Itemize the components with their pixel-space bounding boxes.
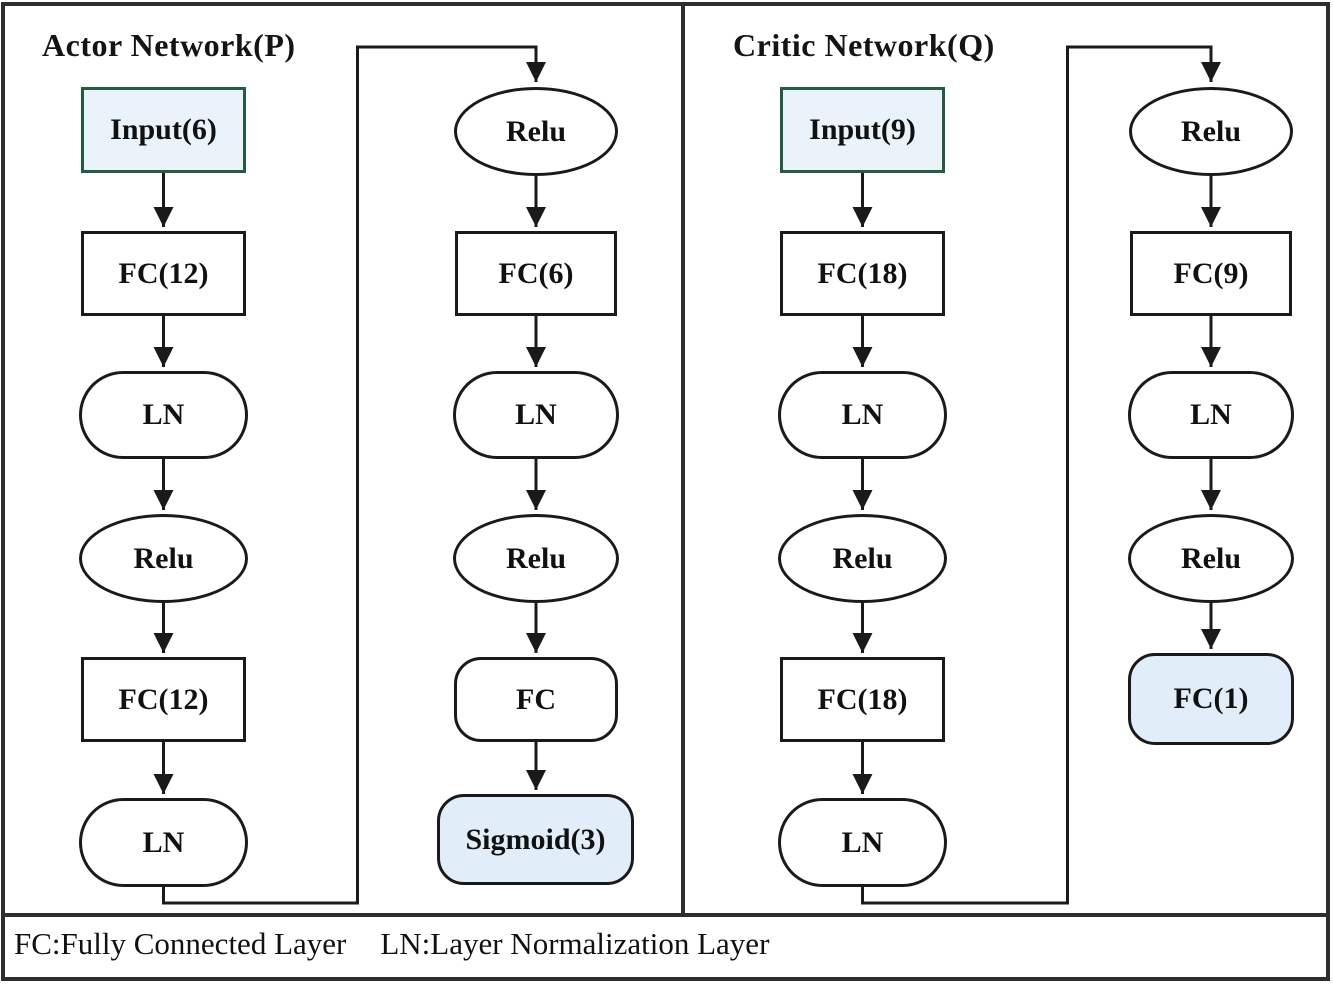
critic-fc18-node-2: FC(18) (780, 657, 945, 742)
actor-sigmoid-node: Sigmoid(3) (437, 794, 634, 885)
critic-panel-title: Critic Network(Q) (733, 27, 995, 63)
panel-divider (681, 2, 685, 917)
actor-input-node: Input(6) (81, 87, 246, 173)
critic-fc1-node: FC(1) (1128, 653, 1294, 745)
legend-divider (1, 913, 1330, 917)
critic-relu-node-3: Relu (1128, 514, 1294, 603)
critic-fc9-node: FC(9) (1130, 231, 1292, 316)
actor-ln-node-1: LN (79, 371, 248, 459)
actor-panel-title: Actor Network(P) (42, 27, 296, 63)
actor-ln-node-2: LN (79, 798, 248, 887)
legend-ln-label: LN:Layer Normalization Layer (380, 926, 770, 961)
critic-ln-node-1: LN (778, 371, 947, 459)
critic-input-node: Input(9) (780, 87, 945, 173)
critic-fc18-node-1: FC(18) (780, 231, 945, 316)
actor-fc12-node-2: FC(12) (81, 657, 246, 742)
actor-relu-node-2: Relu (454, 87, 618, 176)
critic-ln-node-3: LN (1128, 371, 1294, 459)
actor-fc6-node: FC(6) (455, 231, 617, 316)
legend: FC:Fully Connected Layer LN:Layer Normali… (14, 926, 803, 962)
actor-relu-node-1: Relu (79, 514, 248, 603)
actor-ln-node-3: LN (453, 371, 619, 459)
actor-relu-node-3: Relu (453, 514, 619, 603)
critic-ln-node-2: LN (778, 798, 947, 887)
legend-fc-label: FC:Fully Connected Layer (14, 926, 347, 961)
critic-relu-node-2: Relu (1129, 87, 1293, 176)
critic-relu-node-1: Relu (778, 514, 947, 603)
actor-fc-node: FC (454, 657, 618, 742)
actor-fc12-node-1: FC(12) (81, 231, 246, 316)
